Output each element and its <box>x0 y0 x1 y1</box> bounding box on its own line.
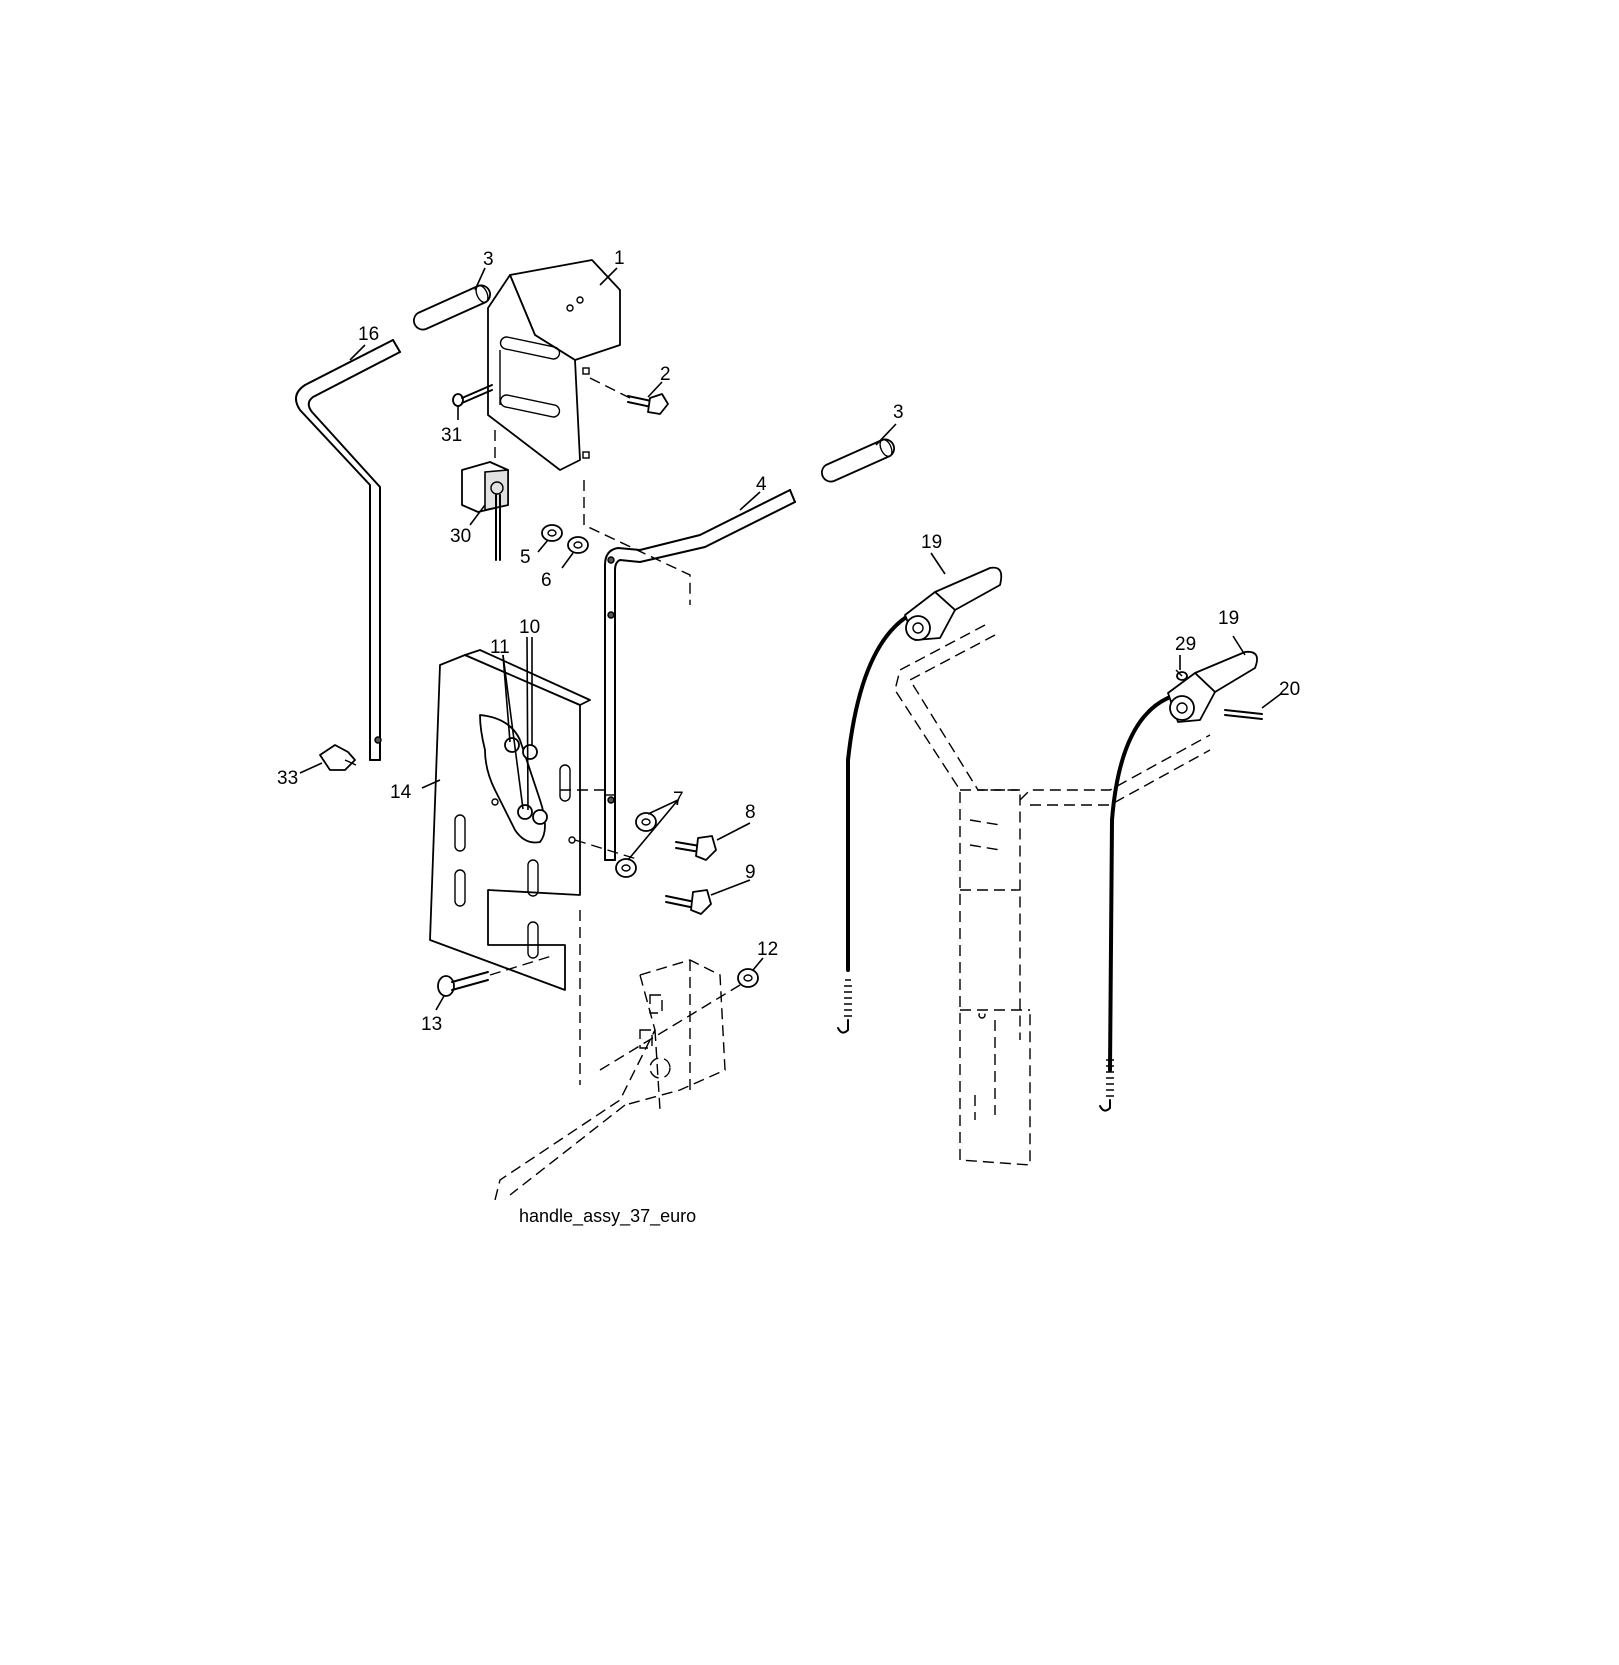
part-31-screw <box>452 384 493 407</box>
callout-9: 9 <box>745 862 756 883</box>
part-16-left-handle-rod <box>295 339 401 761</box>
part-8-bolt <box>675 835 717 861</box>
callout-29: 29 <box>1175 634 1196 655</box>
callout-16: 16 <box>358 324 379 345</box>
callout-30: 30 <box>450 526 471 547</box>
callout-5: 5 <box>520 547 531 568</box>
callout-7: 7 <box>673 789 684 810</box>
callout-4: 4 <box>756 474 767 495</box>
callout-19-right: 19 <box>1218 608 1239 629</box>
part-20-spring <box>1224 709 1263 720</box>
part-2-bolt <box>589 377 669 415</box>
part-30-lock-bracket <box>461 430 509 561</box>
callout-leaders <box>299 267 1283 1011</box>
diagram-caption: handle_assy_37_euro <box>519 1206 696 1227</box>
callout-10: 10 <box>519 617 540 638</box>
part-3-grip-tube-left <box>413 284 491 331</box>
part-14-adjustment-plate <box>429 649 641 991</box>
callout-2: 2 <box>660 364 671 385</box>
part-29-pin <box>1175 669 1188 681</box>
part-12-nut <box>737 968 759 988</box>
callout-1: 1 <box>614 248 625 269</box>
part-3-grip-tube-right <box>821 438 895 483</box>
callout-labels: 1 3 16 2 31 3 4 30 5 6 19 10 11 19 29 20… <box>277 248 1300 1035</box>
frame-dashed-lower <box>494 910 741 1201</box>
callout-6: 6 <box>541 570 552 591</box>
callout-12: 12 <box>757 939 778 960</box>
part-19-control-lever-left <box>837 566 1003 1034</box>
callout-3-right: 3 <box>893 402 904 423</box>
part-6-washer <box>567 536 589 554</box>
part-4-right-handle-rod <box>604 489 796 861</box>
callout-14: 14 <box>390 782 412 803</box>
callout-31: 31 <box>441 425 462 446</box>
callout-20: 20 <box>1279 679 1300 700</box>
callout-13: 13 <box>421 1014 442 1035</box>
callout-19-left: 19 <box>921 532 942 553</box>
part-1-handle-bracket <box>487 259 621 471</box>
part-7-washers <box>615 812 657 878</box>
handle-frame-dashed-right <box>894 624 1211 1166</box>
part-9-bolt <box>665 889 712 915</box>
part-33-knob <box>319 744 357 771</box>
part-5-nut <box>541 524 563 542</box>
callout-8: 8 <box>745 802 756 823</box>
part-19-control-lever-right <box>1099 650 1258 1112</box>
callout-11: 11 <box>490 637 510 658</box>
callout-3: 3 <box>483 249 494 270</box>
callout-33: 33 <box>277 768 298 789</box>
part-13-carriage-bolt <box>437 954 556 997</box>
